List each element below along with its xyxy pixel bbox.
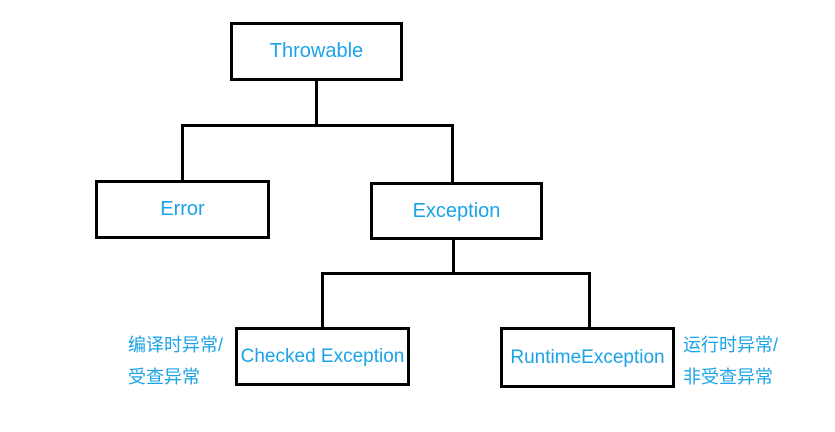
node-exception: Exception xyxy=(370,182,543,240)
annotation-checked-line2: 受查异常 xyxy=(128,367,200,387)
annotation-runtime-exception: 运行时异常/ 非受查异常 xyxy=(683,329,778,393)
connector-runtime-drop xyxy=(588,272,591,327)
connector-exception-stem xyxy=(452,240,455,275)
connector-level1-hbar xyxy=(181,124,454,127)
connector-throwable-stem xyxy=(315,81,318,127)
node-error-label: Error xyxy=(160,198,205,220)
node-checked-exception-label: Checked Exception xyxy=(240,345,405,367)
node-throwable: Throwable xyxy=(230,22,403,81)
annotation-checked-exception: 编译时异常/ 受查异常 xyxy=(128,329,223,393)
annotation-checked-line1: 编译时异常/ xyxy=(128,335,224,355)
node-error: Error xyxy=(95,180,270,239)
node-throwable-label: Throwable xyxy=(269,40,364,62)
connector-exception-drop xyxy=(451,124,454,182)
node-checked-exception: Checked Exception xyxy=(235,327,410,386)
annotation-runtime-line1: 运行时异常/ xyxy=(683,335,779,355)
connector-level2-hbar xyxy=(321,272,591,275)
node-exception-label: Exception xyxy=(412,199,501,222)
connector-checked-drop xyxy=(321,272,324,327)
annotation-runtime-line2: 非受查异常 xyxy=(683,367,773,387)
node-runtime-exception: RuntimeException xyxy=(500,327,675,388)
node-runtime-exception-label: RuntimeException xyxy=(510,346,665,368)
connector-error-drop xyxy=(181,124,184,180)
